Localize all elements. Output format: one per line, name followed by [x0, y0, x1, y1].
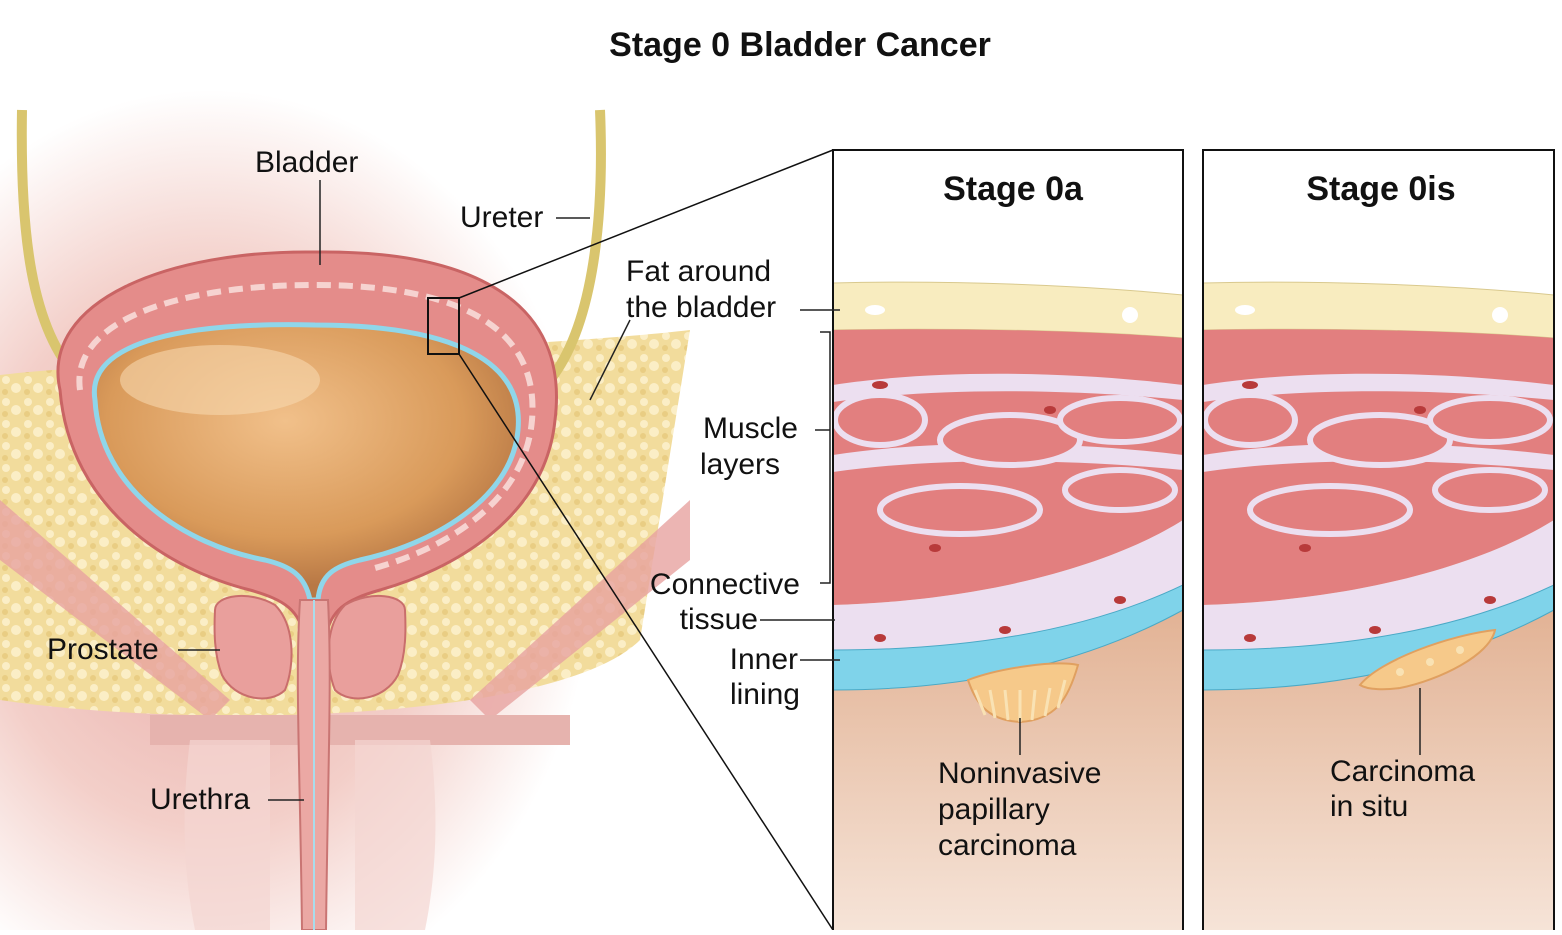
label-urethra: Urethra — [150, 783, 251, 816]
zoom-line-top — [458, 149, 834, 299]
label-bladder: Bladder — [255, 146, 359, 179]
zoom-line-bottom — [458, 353, 834, 931]
label-connective-line2: tissue — [679, 603, 758, 636]
label-prostate: Prostate — [47, 633, 159, 666]
panel-title-stage-0is: Stage 0is — [1306, 170, 1456, 208]
label-fat-line1: Fat around — [626, 255, 772, 288]
zoom-box — [427, 297, 460, 355]
label-inner-line2: lining — [729, 678, 800, 711]
leader-fat-left — [589, 319, 631, 401]
pelvic-muscle-left — [0, 500, 230, 720]
label-papillary-line2: papillary — [938, 793, 1050, 826]
label-muscle-line2: layers — [699, 448, 780, 481]
label-inner-line1: Inner — [729, 643, 798, 676]
panel-title-stage-0a: Stage 0a — [943, 170, 1083, 208]
thigh-right — [355, 740, 436, 930]
label-papillary-line1: Noninvasive — [938, 757, 1102, 790]
pelvic-muscle-right — [470, 500, 690, 720]
panel-stage-0is-art — [1203, 150, 1554, 930]
thigh-left — [184, 740, 270, 930]
prostate-lobe-left — [213, 594, 293, 700]
label-cis-line1: Carcinoma — [1330, 755, 1476, 788]
label-muscle-line1: Muscle — [702, 412, 798, 445]
label-fat-line2: the bladder — [626, 291, 777, 324]
label-papillary-line3: carcinoma — [938, 829, 1077, 862]
diagram-title: Stage 0 Bladder Cancer — [609, 26, 991, 64]
label-cis-line2: in situ — [1330, 790, 1409, 823]
label-connective-line1: Connective — [649, 568, 800, 601]
leader-lines — [178, 180, 1421, 801]
label-ureter: Ureter — [460, 201, 544, 234]
prostate-lobe-right — [327, 594, 407, 700]
leader-muscle-bracket — [815, 331, 831, 584]
ureter-right — [546, 109, 606, 384]
panel-stage-0a-art — [833, 150, 1183, 930]
urine-highlight — [120, 345, 320, 415]
